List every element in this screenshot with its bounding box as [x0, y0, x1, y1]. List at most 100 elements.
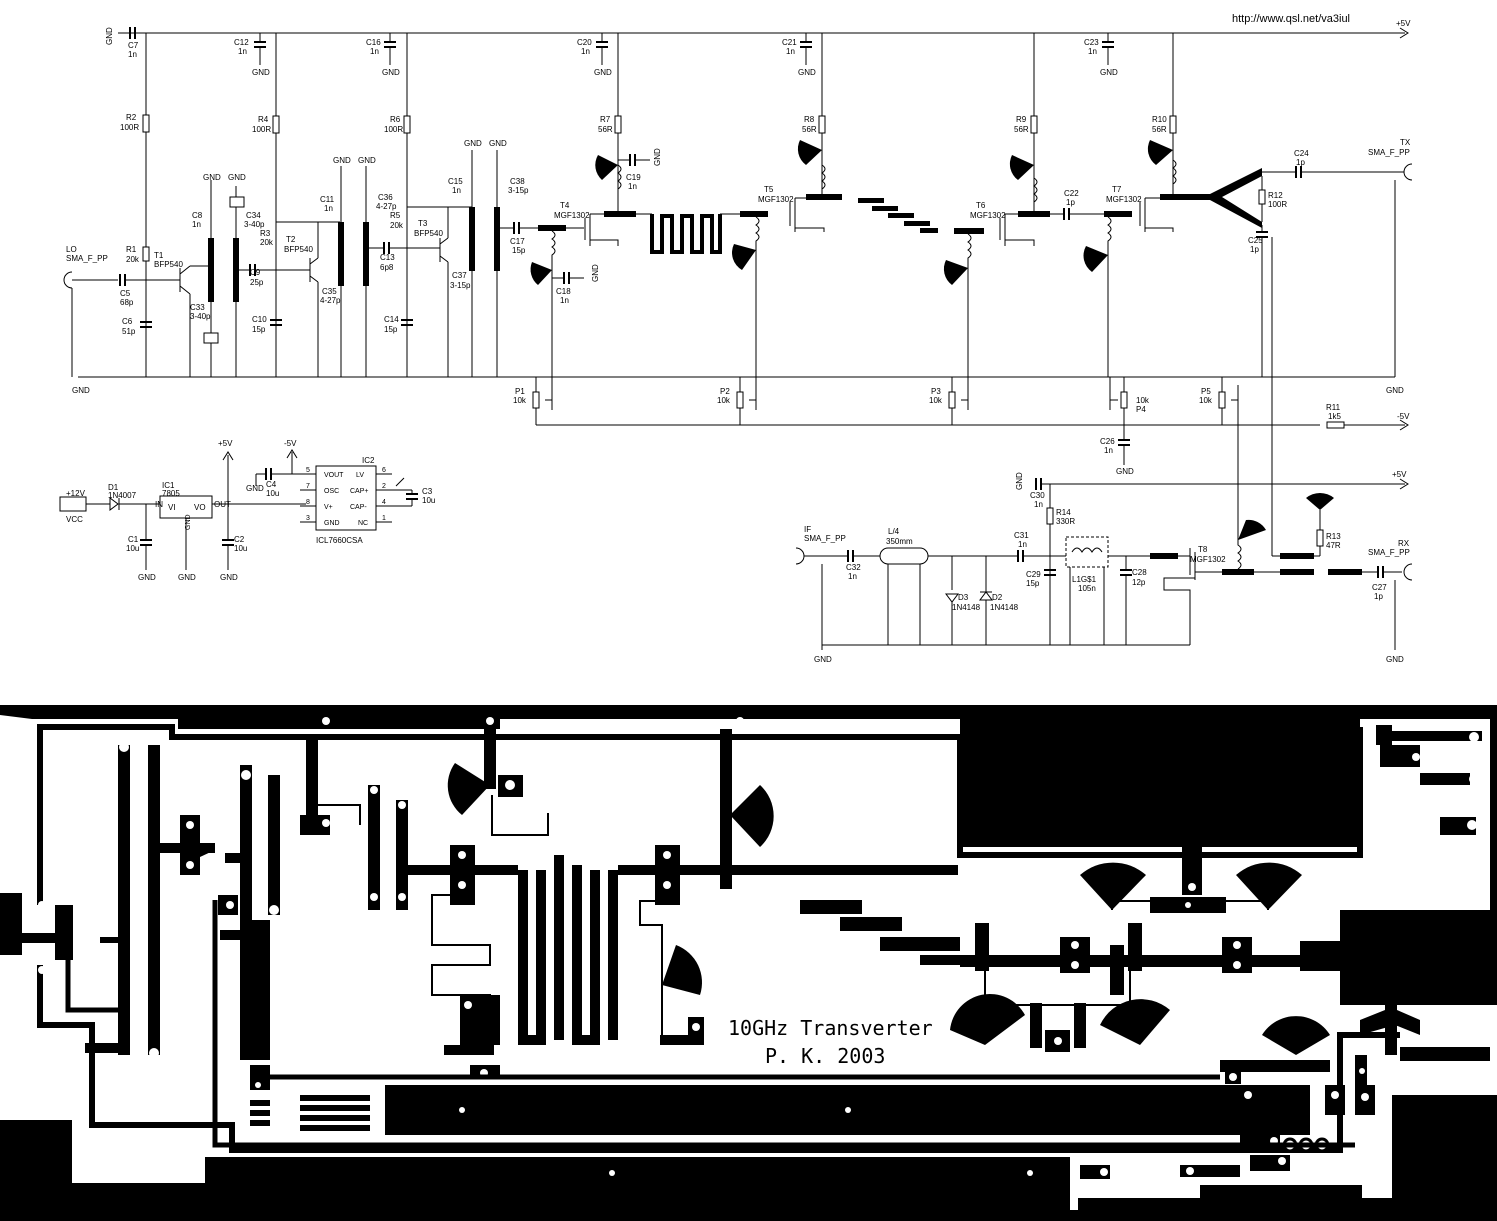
c37-ref: C37: [452, 271, 467, 280]
c13-ref: C13: [380, 253, 395, 262]
ic2-ref: IC2: [362, 456, 375, 465]
ic2-pin6-name: LV: [356, 472, 364, 479]
c38-ref: C38: [510, 177, 525, 186]
gnd-c1: GND: [138, 573, 156, 582]
m5v-ps: -5V: [284, 439, 297, 448]
d2-ref: D2: [992, 593, 1003, 602]
c15-val: 1n: [452, 186, 461, 195]
c15-ref: C15: [448, 177, 463, 186]
ic2-pin7-num: 7: [306, 483, 310, 490]
p12v-label: +12V: [66, 489, 86, 498]
rx-type: SMA_F_PP: [1368, 548, 1410, 557]
supply-lines: [142, 33, 1177, 377]
r3-ref: R3: [260, 229, 271, 238]
r5-val: 20k: [390, 221, 404, 230]
r14-val: 330R: [1056, 517, 1075, 526]
c5-val: 68p: [120, 298, 134, 307]
coax-line: [879, 547, 929, 565]
c9-ref: C9: [250, 268, 261, 277]
gnd-c38: GND: [489, 139, 507, 148]
gnd-c23: GND: [1100, 68, 1118, 77]
c24-ref: C24: [1294, 149, 1309, 158]
gnd-tx: GND: [1386, 386, 1404, 395]
ic2-pin5-name: VOUT: [324, 472, 344, 479]
c2-val: 10u: [234, 544, 247, 553]
tx-type: SMA_F_PP: [1368, 148, 1410, 157]
c11-ref: C11: [320, 195, 335, 204]
c23-val: 1n: [1088, 47, 1097, 56]
gnd-c4: GND: [246, 484, 264, 493]
filter-ref: L1G$1: [1072, 575, 1097, 584]
gnd-c21: GND: [798, 68, 816, 77]
c26-ref: C26: [1100, 437, 1115, 446]
t6-part: MGF1302: [970, 211, 1006, 220]
r12-ref: R12: [1268, 191, 1283, 200]
r11-ref: R11: [1326, 403, 1341, 412]
c26-val: 1n: [1104, 446, 1113, 455]
gnd-lo: GND: [72, 386, 90, 395]
p1-val: 10k: [513, 396, 527, 405]
r7-val: 56R: [598, 125, 613, 134]
c31-val: 1n: [1018, 540, 1027, 549]
coax-len: 350mm: [886, 537, 913, 546]
c22-val: 1p: [1066, 198, 1075, 207]
c28-val: 12p: [1132, 578, 1146, 587]
t7-part: MGF1302: [1106, 195, 1142, 204]
c9-val: 25p: [250, 278, 264, 287]
c27-ref: C27: [1372, 583, 1387, 592]
ic1-part: 7805: [162, 489, 180, 498]
c6-ref: C6: [122, 317, 133, 326]
c35-val: 4-27p: [320, 296, 341, 305]
t4-part: MGF1302: [554, 211, 590, 220]
ic2-pin4-num: 4: [382, 499, 386, 506]
c29-val: 15p: [1026, 579, 1040, 588]
r4-ref: R4: [258, 115, 269, 124]
t6-ref: T6: [976, 201, 986, 210]
r9-val: 56R: [1014, 125, 1029, 134]
c32-ref: C32: [846, 563, 861, 572]
c8-ref: C8: [192, 211, 203, 220]
c20-ref: C20: [577, 38, 592, 47]
r13-ref: R13: [1326, 532, 1341, 541]
r1-val: 20k: [126, 255, 140, 264]
gnd-c12: GND: [252, 68, 270, 77]
c4-ref: C4: [266, 480, 277, 489]
gnd-c34: GND: [228, 173, 246, 182]
p2-val: 10k: [717, 396, 731, 405]
ic1-ref: IC1: [162, 481, 175, 490]
c3-ref: C3: [422, 487, 433, 496]
r8-val: 56R: [802, 125, 817, 134]
c33-ref: C33: [190, 303, 205, 312]
p4-ref: P4: [1136, 405, 1146, 414]
c22-ref: C22: [1064, 189, 1079, 198]
ic2-body: [315, 465, 377, 531]
ic2-pin2-num: 2: [382, 483, 386, 490]
r4-val: 100R: [252, 125, 271, 134]
gnd-c11: GND: [333, 156, 351, 165]
c17-val: 15p: [512, 246, 526, 255]
pcb-title-line2: P. K. 2003: [765, 1044, 885, 1068]
c18-val: 1n: [560, 296, 569, 305]
c36-ref: C36: [378, 193, 393, 202]
decoupling-caps: [254, 33, 1114, 65]
m5v-label: -5V: [1397, 412, 1410, 421]
c35-ref: C35: [322, 287, 337, 296]
c21-val: 1n: [786, 47, 795, 56]
t2-transistor: [276, 221, 340, 377]
r3-val: 20k: [260, 238, 274, 247]
gnd-ic1: GND: [178, 573, 196, 582]
r6-val: 100R: [384, 125, 403, 134]
hairpin-filter: [518, 855, 618, 1045]
ic1-pin-in: IN: [155, 500, 163, 509]
gnd-if: GND: [814, 655, 832, 664]
gnd-c15: GND: [464, 139, 482, 148]
ic1-pin-vi: VI: [168, 503, 176, 512]
ic2-pin3-name: GND: [324, 520, 340, 527]
c12-val: 1n: [238, 47, 247, 56]
gnd-c7: GND: [105, 27, 114, 45]
r8-ref: R8: [804, 115, 815, 124]
p5-ref: P5: [1201, 387, 1211, 396]
ic2-pin7-name: OSC: [324, 488, 339, 495]
ic2-pin8-num: 8: [306, 499, 310, 506]
c2-ref: C2: [234, 535, 245, 544]
